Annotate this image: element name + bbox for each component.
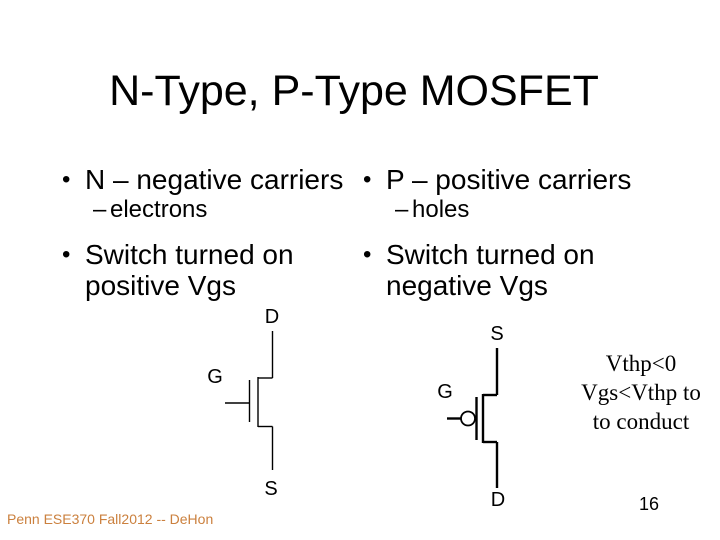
subbullet-holes: –holes <box>395 197 469 223</box>
note-line: to conduct <box>592 409 690 434</box>
bullet-marker: • <box>363 166 372 193</box>
pmos-source-label: S <box>490 323 503 345</box>
subbullet-marker: – <box>93 196 107 223</box>
nmos-wires <box>225 331 274 470</box>
pmos-gate-label: G <box>437 381 453 403</box>
bullet-line: positive Vgs <box>85 270 236 301</box>
bullet-n-carriers: • N – negative carriers <box>62 164 343 195</box>
subbullet-marker: – <box>395 196 409 223</box>
subbullet-text: holes <box>412 196 470 223</box>
nmos-schematic: D G S <box>207 306 279 500</box>
bullet-line: Switch turned on <box>85 239 294 270</box>
pmos-conduction-note: Vthp<0 Vgs<Vthp to to conduct <box>570 349 712 436</box>
bullet-marker: • <box>62 241 71 268</box>
subbullet-electrons: –electrons <box>93 197 207 223</box>
subbullet-text: electrons <box>110 196 208 223</box>
page-number: 16 <box>639 494 660 514</box>
bullet-text: N – negative carriers <box>85 164 344 195</box>
note-line: Vthp<0 <box>605 351 677 376</box>
nmos-gate-label: G <box>207 366 223 388</box>
note-line: Vgs<Vthp to <box>581 380 701 405</box>
pmos-inversion-bubble <box>460 410 476 427</box>
bullet-marker: • <box>62 166 71 193</box>
bullet-marker: • <box>363 241 372 268</box>
slide-title: N-Type, P-Type MOSFET <box>109 67 599 115</box>
bullet-p-carriers: • P – positive carriers <box>363 164 631 195</box>
nmos-source-label: S <box>264 478 277 500</box>
bullet-line: Switch turned on <box>386 239 595 270</box>
course-footer: Penn ESE370 Fall2012 -- DeHon <box>7 511 214 527</box>
pmos-drain-label: D <box>491 489 505 511</box>
nmos-drain-label: D <box>265 306 279 328</box>
pmos-schematic: S G D <box>437 323 505 511</box>
pmos-wires <box>447 348 499 488</box>
bullet-text: P – positive carriers <box>386 164 632 195</box>
bullet-line: negative Vgs <box>386 270 548 301</box>
